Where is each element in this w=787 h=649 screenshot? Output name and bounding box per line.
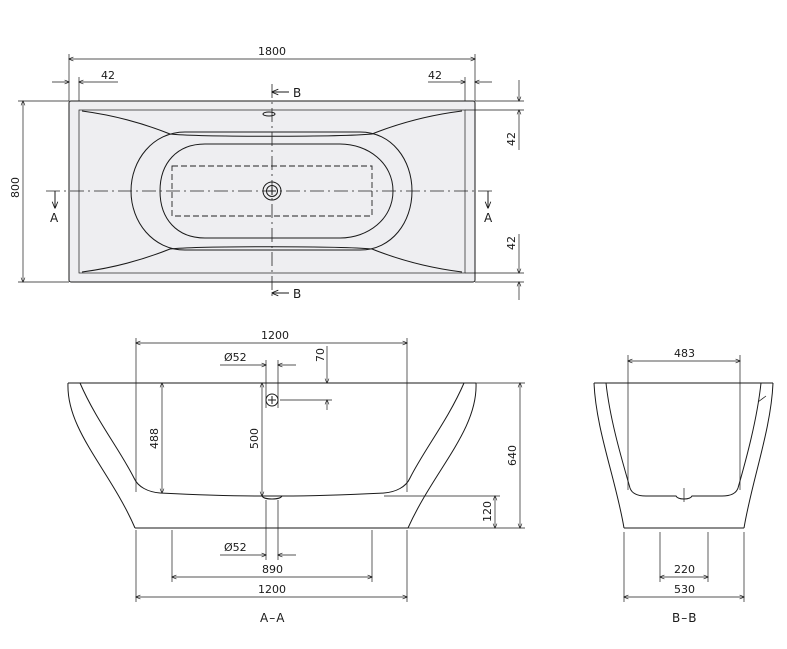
section-aa-caption: A–A <box>260 611 285 625</box>
dim-total-length-label: 1800 <box>258 45 286 58</box>
drain-icon <box>262 181 282 201</box>
bb-right-inner-wall <box>721 382 762 497</box>
dim-rim-right-label: 42 <box>428 69 442 82</box>
bb-left-inner-wall <box>605 382 647 497</box>
section-bb-caption: B–B <box>672 611 697 625</box>
tub-lower-contour <box>81 246 463 273</box>
dim-rim-bottom-label: 42 <box>505 236 518 250</box>
aa-right-outer-wall <box>407 382 477 529</box>
section-bb-view: 483 220 530 B–B <box>593 347 774 625</box>
drain-inner <box>266 185 278 197</box>
dim-aa-overflow-label: 70 <box>314 348 327 362</box>
aa-left-outer-wall <box>67 382 136 529</box>
dim-bb-base-label: 530 <box>674 583 695 596</box>
bb-right-outer-wall <box>743 382 774 529</box>
section-b-marker-bottom: B <box>293 287 302 301</box>
section-a-marker-left: A <box>50 211 59 225</box>
dim-aa-base-label: 1200 <box>258 583 286 596</box>
aa-left-inner-wall <box>79 382 161 494</box>
dim-aa-base-height-label: 120 <box>481 501 494 522</box>
dim-total-width-label: 800 <box>9 177 22 198</box>
dim-aa-water-depth-label: 500 <box>248 428 261 449</box>
aa-right-inner-wall <box>383 382 465 494</box>
dim-aa-inner-top-label: 1200 <box>261 329 289 342</box>
dim-rim-left-label: 42 <box>101 69 115 82</box>
section-b-marker-top: B <box>293 86 302 100</box>
dim-bb-inner-top-label: 483 <box>674 347 695 360</box>
section-a-marker-right: A <box>484 211 493 225</box>
section-aa-view: 1200 Ø52 70 488 500 640 120 Ø52 <box>67 329 525 625</box>
dim-rim-top-label: 42 <box>505 132 518 146</box>
overflow-slot <box>262 111 276 117</box>
dim-aa-total-height-label: 640 <box>506 445 519 466</box>
tub-upper-contour <box>81 110 463 137</box>
top-view: A A B B 1800 42 42 800 42 <box>9 45 524 301</box>
dim-aa-foot-label: 890 <box>262 563 283 576</box>
dim-aa-drain-bottom-label: Ø52 <box>224 541 247 554</box>
tub-bowl-outline <box>130 131 413 251</box>
dim-aa-drain-top-label: Ø52 <box>224 351 247 364</box>
aa-floor <box>159 492 385 497</box>
tub-floor-outline <box>159 143 394 239</box>
dim-aa-inner-depth-label: 488 <box>148 428 161 449</box>
dim-bb-foot-label: 220 <box>674 563 695 576</box>
bb-left-outer-wall <box>593 382 625 529</box>
